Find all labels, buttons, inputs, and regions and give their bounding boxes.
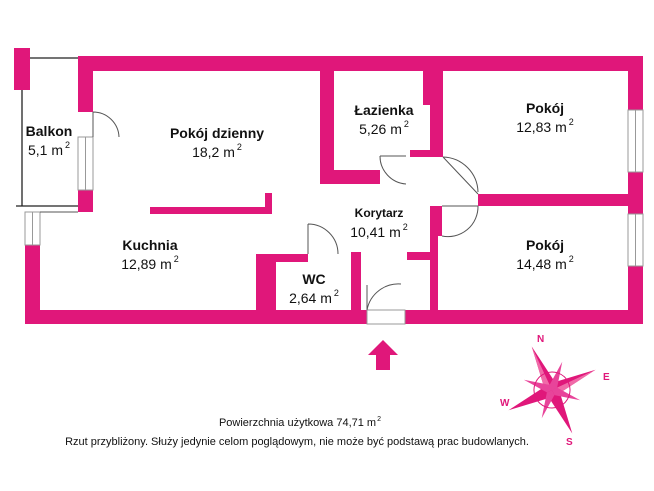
total-area: Powierzchnia użytkowa 74,71 m2	[0, 416, 600, 429]
door-entrance	[366, 283, 402, 311]
wall-wc-left	[256, 254, 276, 324]
entrance-arrow	[368, 340, 398, 370]
wall-left-kitchen	[25, 245, 40, 324]
compass-n: N	[537, 334, 545, 345]
door-room2	[441, 205, 479, 238]
balcony-outline	[16, 57, 78, 207]
window-door-entrance	[366, 309, 406, 325]
area-exponent: 2	[402, 221, 408, 232]
wall-bath-stub	[410, 150, 443, 157]
room-name: Balkon	[25, 123, 73, 139]
room-name: Łazienka	[354, 102, 414, 118]
compass-e: E	[603, 372, 610, 383]
room-area: 10,41 m	[350, 223, 401, 240]
total-area-text: Powierzchnia użytkowa 74,71 m	[218, 417, 377, 429]
door-bathroom	[379, 155, 407, 185]
room-area: 18,2 m	[192, 144, 235, 161]
area-exponent: 2	[568, 117, 574, 128]
wall-left-living-low	[78, 190, 93, 212]
wall-bath-right	[423, 70, 443, 105]
wall-right	[628, 56, 643, 324]
room-name: Korytarz	[354, 206, 404, 220]
door-wc	[307, 223, 339, 255]
room-area: 14,48 m	[516, 256, 567, 273]
area-exponent: 2	[236, 142, 242, 153]
wall-wc-right	[351, 252, 361, 324]
wall-corridor-right-low	[430, 236, 438, 324]
windows	[24, 109, 644, 325]
wall-living-partition-post	[265, 193, 272, 214]
room-name: Pokój	[525, 100, 565, 116]
wall-corridor-stub	[407, 252, 437, 260]
total-area-exponent: 2	[377, 416, 382, 423]
wall-bath-left	[320, 70, 334, 184]
wall-living-partition	[150, 207, 272, 214]
wall-wc-top	[256, 254, 308, 262]
wall-rooms-divider	[478, 194, 643, 206]
room-area: 5,1 m	[27, 142, 63, 159]
wall-top-balcony-post	[14, 48, 30, 90]
room-area: 12,89 m	[121, 256, 172, 273]
room-area: 2,64 m	[289, 290, 332, 307]
wall-bath-bottom	[320, 170, 380, 184]
area-exponent: 2	[65, 140, 71, 151]
room-area: 5,26 m	[359, 121, 402, 138]
room-area: 12,83 m	[516, 119, 567, 136]
walls	[14, 48, 643, 324]
door-room1	[442, 156, 479, 195]
wall-left-living	[78, 56, 93, 112]
watermark: nieruchomosci	[300, 44, 391, 58]
door-swings	[40, 111, 479, 311]
wall-bath-right-lower	[430, 105, 443, 157]
room-name: WC	[302, 271, 326, 287]
compass-rose	[508, 346, 596, 434]
area-exponent: 2	[173, 254, 179, 265]
compass-w: W	[500, 398, 510, 409]
wall-corridor-right	[430, 206, 442, 236]
area-exponent: 2	[568, 254, 574, 265]
compass-s: S	[566, 437, 573, 448]
door-balcony	[92, 111, 120, 138]
room-name: Pokój dzienny	[169, 125, 265, 141]
disclaimer: Rzut przybliżony. Służy jedynie celom po…	[65, 436, 529, 448]
wall-top	[78, 56, 643, 71]
area-exponent: 2	[403, 119, 409, 130]
wall-bottom	[25, 310, 643, 324]
room-name: Pokój	[525, 237, 565, 253]
room-name: Kuchnia	[122, 237, 178, 253]
area-exponent: 2	[333, 288, 339, 299]
